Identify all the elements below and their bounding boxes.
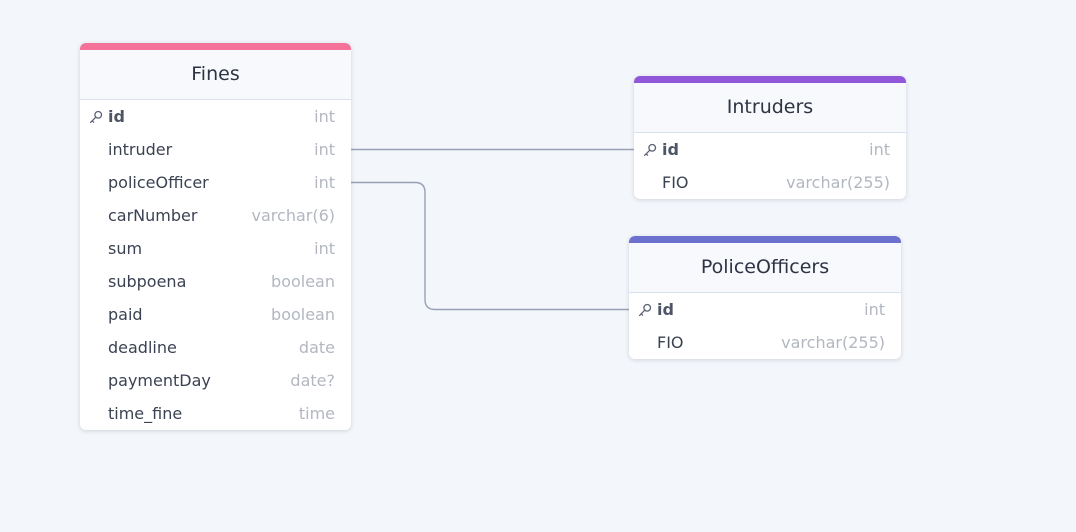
field-name: id xyxy=(662,140,679,159)
field-row[interactable]: paymentDay date? xyxy=(80,364,351,397)
field-row[interactable]: id int xyxy=(80,100,351,133)
table-title[interactable]: PoliceOfficers xyxy=(629,243,901,293)
field-name: id xyxy=(108,107,125,126)
field-row[interactable]: sum int xyxy=(80,232,351,265)
field-name: paid xyxy=(108,305,143,324)
field-type: time xyxy=(298,404,335,423)
field-name: policeOfficer xyxy=(108,173,209,192)
field-name: FIO xyxy=(657,333,684,352)
table-color-bar xyxy=(80,43,351,50)
field-type: int xyxy=(864,300,885,319)
field-name: deadline xyxy=(108,338,177,357)
table-color-bar xyxy=(634,76,906,83)
field-name: subpoena xyxy=(108,272,187,291)
field-type: int xyxy=(314,107,335,126)
table-color-bar xyxy=(629,236,901,243)
key-icon xyxy=(643,133,657,166)
field-type: date? xyxy=(290,371,335,390)
field-row[interactable]: FIO varchar(255) xyxy=(629,326,901,359)
field-type: int xyxy=(314,140,335,159)
field-name: id xyxy=(657,300,674,319)
field-name: carNumber xyxy=(108,206,198,225)
field-row[interactable]: deadline date xyxy=(80,331,351,364)
field-row[interactable]: paid boolean xyxy=(80,298,351,331)
field-type: boolean xyxy=(271,305,335,324)
field-row[interactable]: FIO varchar(255) xyxy=(634,166,906,199)
field-row[interactable]: carNumber varchar(6) xyxy=(80,199,351,232)
field-row[interactable]: id int xyxy=(629,293,901,326)
field-name: time_fine xyxy=(108,404,183,423)
field-row[interactable]: policeOfficer int xyxy=(80,166,351,199)
field-type: varchar(6) xyxy=(251,206,335,225)
table-title[interactable]: Fines xyxy=(80,50,351,100)
field-type: boolean xyxy=(271,272,335,291)
field-type: varchar(255) xyxy=(786,173,890,192)
relation-line[interactable] xyxy=(351,181,629,311)
field-name: paymentDay xyxy=(108,371,211,390)
field-row[interactable]: time_fine time xyxy=(80,397,351,430)
field-row[interactable]: id int xyxy=(634,133,906,166)
field-row[interactable]: intruder int xyxy=(80,133,351,166)
field-type: varchar(255) xyxy=(781,333,885,352)
table-fines[interactable]: Fines id int intruder int policeOfficer int car… xyxy=(80,43,351,430)
field-type: int xyxy=(869,140,890,159)
field-row[interactable]: subpoena boolean xyxy=(80,265,351,298)
field-name: sum xyxy=(108,239,143,258)
field-type: int xyxy=(314,173,335,192)
key-icon xyxy=(638,293,652,326)
field-name: FIO xyxy=(662,173,689,192)
field-type: date xyxy=(298,338,335,357)
field-type: int xyxy=(314,239,335,258)
field-name: intruder xyxy=(108,140,173,159)
table-title[interactable]: Intruders xyxy=(634,83,906,133)
key-icon xyxy=(89,100,103,133)
